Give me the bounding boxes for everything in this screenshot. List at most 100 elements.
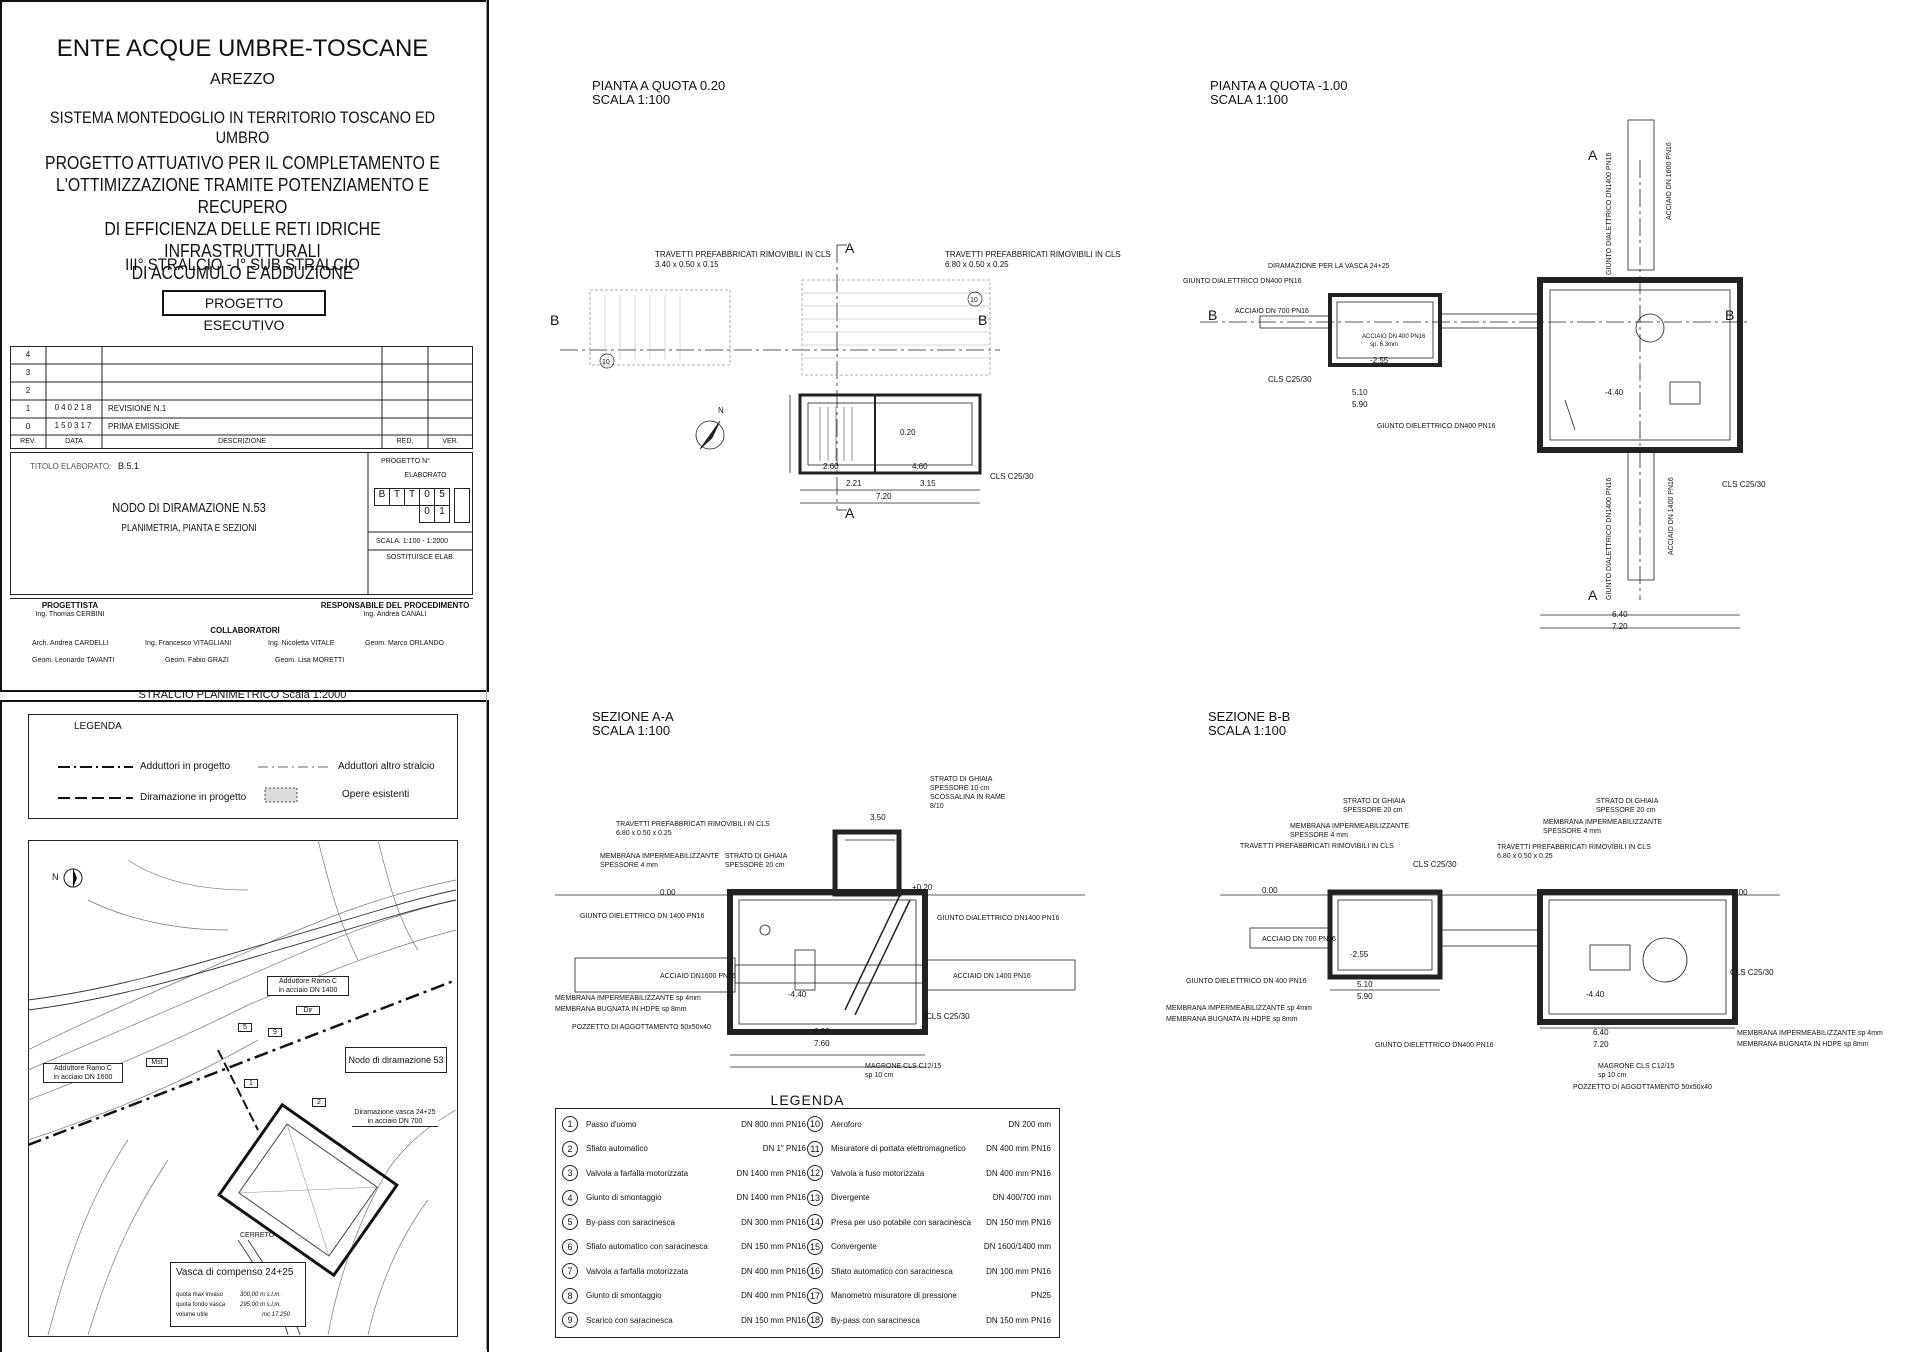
- collaborator-6: Geom. Fabio GRAZI: [165, 657, 229, 664]
- legend-item-spec: DN 400 mm PN16: [986, 1168, 1051, 1178]
- svg-text:ACCIAIO DN1600 PN16: ACCIAIO DN1600 PN16: [660, 973, 736, 980]
- note-sbb-bugnata-r: MEMBRANA BUGNATA IN HDPE sp 8mm: [1737, 1041, 1869, 1048]
- rev-header-ver: VER.: [442, 438, 459, 445]
- dim-p020-720: 7.20: [876, 492, 892, 501]
- revision-table: 4 3 2 1 040218 REVISIONE N.1 0 150317 PR…: [10, 346, 473, 449]
- note-saa-cls: CLS C25/30: [926, 1012, 970, 1021]
- legend-item-spec: DN 1400 mm PN16: [736, 1193, 806, 1202]
- stralcio-legend-title: LEGENDA: [74, 721, 122, 732]
- code-char-4: 0: [419, 488, 435, 506]
- dim-saa-760: 7.60: [814, 1039, 830, 1048]
- progettista-label: PROGETTISTA: [41, 601, 99, 610]
- rev-header-red: RED.: [396, 438, 414, 445]
- svg-text:B: B: [1208, 307, 1217, 323]
- legend-item-name: Valvola a fuso motorizzata: [831, 1168, 925, 1178]
- dim-p100-590: 5.90: [1352, 400, 1368, 409]
- vasca-row-1-label: quota max invaso: [176, 1292, 224, 1298]
- elaborato-subtitle: PLANIMETRIA, PIANTA E SEZIONI: [121, 523, 257, 534]
- rev-header-rev: REV.: [20, 438, 36, 445]
- note-sbb-membrana-sp-r: MEMBRANA IMPERMEABILIZZANTE sp 4mm: [1737, 1030, 1883, 1037]
- legend-item-name: Scarico con saracinesca: [586, 1315, 673, 1325]
- elaborato-block: TITOLO ELABORATO: B.5.1 NODO DI DIRAMAZI…: [10, 452, 473, 595]
- level-saa-020: +0.20: [912, 883, 933, 892]
- sheet-edge-left: [486, 0, 487, 1350]
- level-sbb-440: -4.40: [1586, 990, 1605, 999]
- rev-row-0-num: 0: [25, 422, 31, 431]
- dim-sbb-510: 5.10: [1357, 980, 1373, 989]
- legend-item-spec: DN 400 mm PN16: [741, 1291, 806, 1300]
- svg-text:B: B: [1725, 307, 1734, 323]
- people-divider: [10, 598, 473, 599]
- revision-table-grid: [10, 346, 473, 449]
- legend-item-spec: DN 150 mm PN16: [986, 1315, 1051, 1325]
- legend-item-number: 10: [807, 1116, 823, 1132]
- marker-1: 1: [244, 1079, 258, 1088]
- collaborator-3: Ing. Nicoletta VITALE: [268, 640, 335, 647]
- collaboratori-label: COLLABORATORI: [210, 626, 280, 635]
- legend-item-number: 17: [807, 1287, 823, 1304]
- rev-row-0-desc: PRIMA EMISSIONE: [108, 422, 180, 431]
- legend-item-number: 5: [562, 1214, 578, 1230]
- stralcio-legend-1: Adduttori in progetto: [140, 761, 231, 772]
- stralcio-legend-3: Diramazione in progetto: [140, 792, 247, 803]
- legend-item-name: Sfiato automatico con saracinesca: [586, 1242, 708, 1251]
- dim-saa-350: 3.50: [870, 813, 886, 822]
- legend-item-spec: DN 100 mm PN16: [986, 1266, 1051, 1276]
- code-sub-2: 1: [434, 505, 450, 523]
- legend-item-spec: DN 200 mm: [1008, 1119, 1051, 1129]
- legend-item-spec: DN 150 mm PN16: [741, 1315, 806, 1325]
- legend-title: LEGENDA: [770, 1092, 845, 1108]
- svg-text:ACCIAIO DN 1400 PN16: ACCIAIO DN 1400 PN16: [953, 973, 1031, 980]
- dim-p100-510: 5.10: [1352, 388, 1368, 397]
- rev-row-1-num: 1: [25, 404, 31, 413]
- dim-p100-720: 7.20: [1612, 622, 1628, 631]
- level-sbb-000-left: 0.00: [1262, 886, 1278, 895]
- svg-text:A: A: [1588, 147, 1598, 163]
- legend-item-spec: DN 400 mm PN16: [986, 1144, 1051, 1153]
- stralcio-label: III° STRALCIO - I° SUB STRALCIO: [125, 255, 360, 274]
- dim-saa-680: 6.80: [814, 1027, 830, 1036]
- north-arrow-label: N: [52, 872, 59, 882]
- rev-header-date: DATA: [65, 438, 83, 445]
- vasca-row-2-value: 295,00 m s.l.m.: [240, 1302, 282, 1308]
- rev-header-desc: DESCRIZIONE: [218, 438, 266, 445]
- code-sub-1: 0: [419, 505, 435, 523]
- collaborator-5: Geom. Leonardo TAVANTI: [32, 657, 115, 664]
- progetto-n-label: PROGETTO N°: [381, 458, 430, 465]
- progettista-name: Ing. Thomas CERBINI: [35, 611, 105, 618]
- note-acciaio-400: ACCIAIO DN 400 PN16: [1362, 334, 1426, 340]
- note-giunto-1400-top: GIUNTO DIALETTRICO DN1400 PN16: [1606, 152, 1613, 275]
- svg-text:10: 10: [970, 297, 978, 304]
- elaborato-title: NODO DI DIRAMAZIONE N.53: [112, 500, 266, 515]
- level-sbb-255: -2.55: [1350, 950, 1369, 959]
- vasca-row-3-value: mc 17.250: [262, 1312, 291, 1318]
- svg-text:B: B: [978, 312, 987, 328]
- label-cerreto: CERRETO: [240, 1232, 275, 1239]
- org-city: AREZZO: [210, 71, 275, 88]
- rev-row-1-date: 040218: [54, 403, 94, 412]
- legend-item-spec: DN 1400 mm PN16: [736, 1168, 806, 1178]
- legend-item-name: Passo d'uomo: [586, 1119, 637, 1129]
- rev-row-1-desc: REVISIONE N.1: [108, 404, 167, 413]
- legend-item-number: 16: [807, 1263, 823, 1279]
- note-sbb-pozzetto: POZZETTO DI AGGOTTAMENTO 50x50x40: [1573, 1084, 1712, 1091]
- note-sbb-bugnata: MEMBRANA BUGNATA IN HDPE sp 8mm: [1166, 1016, 1298, 1023]
